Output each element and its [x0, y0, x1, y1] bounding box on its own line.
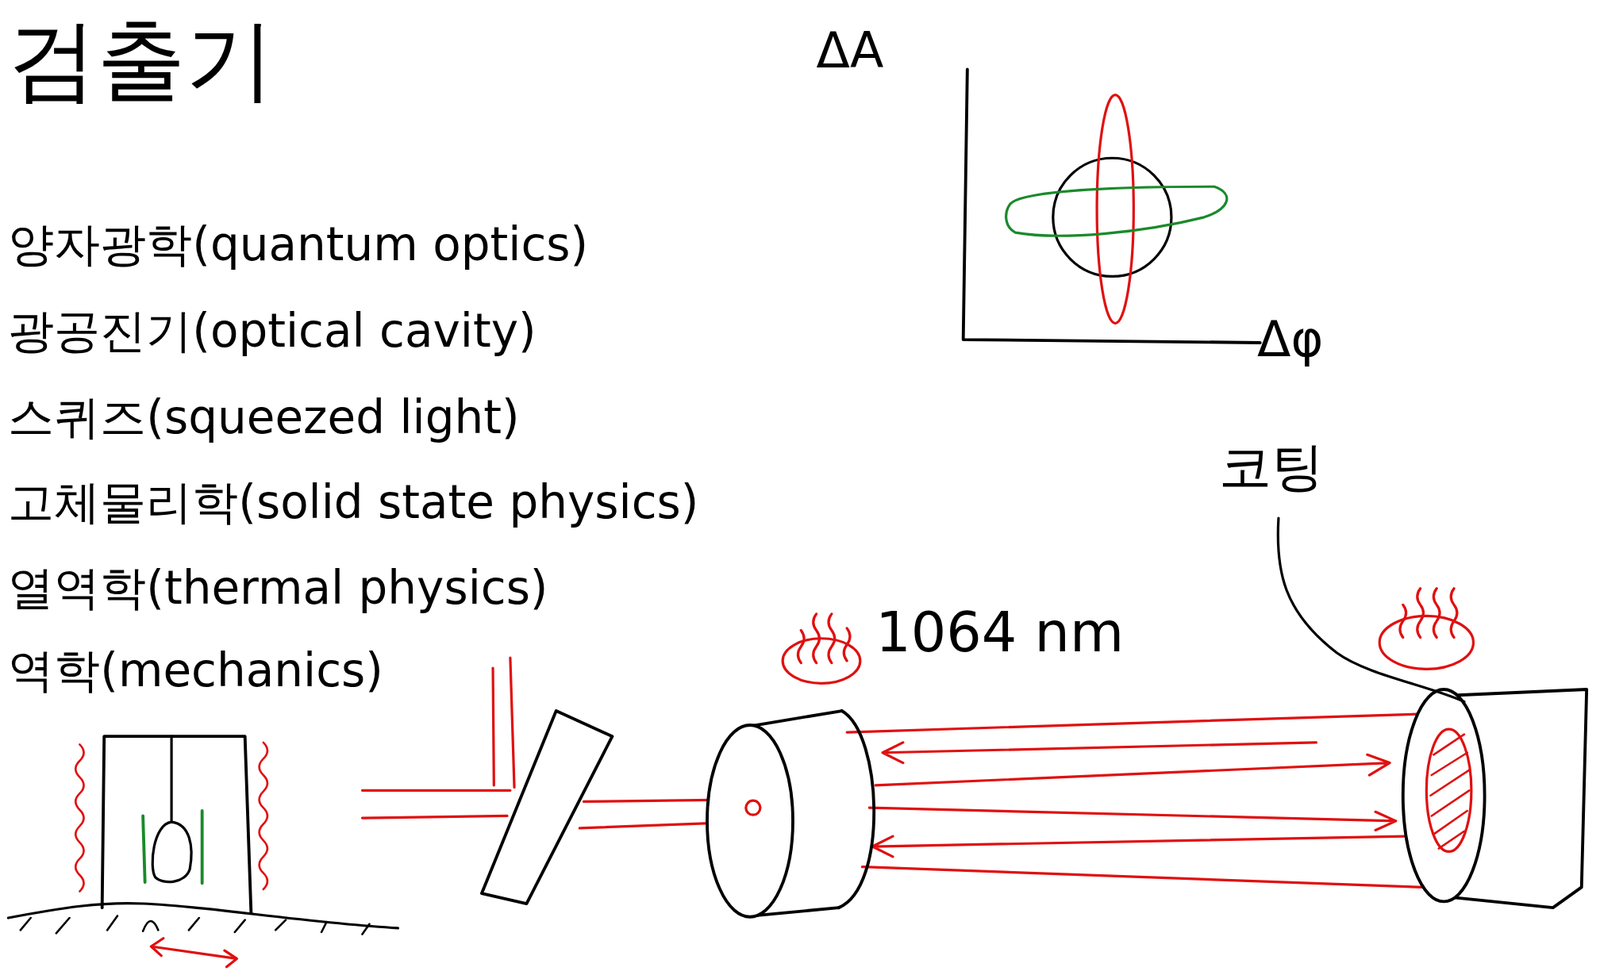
- topic-item: 광공진기(optical cavity): [7, 306, 536, 358]
- mirror-body: [838, 711, 874, 908]
- topic-item: 역학(mechanics): [7, 646, 384, 697]
- coherent-circle: [1053, 157, 1172, 277]
- squeezed-ellipse: [1006, 186, 1227, 236]
- squeezed-ellipse: [1096, 95, 1134, 324]
- input-beam: [361, 790, 510, 819]
- thermal-noise-wave: [259, 742, 268, 890]
- heat-symbol: [1379, 588, 1474, 670]
- mirror-face: [707, 725, 793, 918]
- beam-spot: [746, 800, 761, 816]
- leader-line: [1277, 518, 1465, 702]
- cavity-beam: [882, 742, 1316, 764]
- input-mirror: [707, 711, 874, 918]
- topic-item: 열역학(thermal physics): [7, 563, 548, 615]
- cavity-beams: [846, 714, 1424, 889]
- cavity-beam: [875, 754, 1390, 786]
- beam-splitter: [481, 711, 613, 904]
- topic-item: 고체물리학(solid state physics): [7, 477, 699, 529]
- ground-hatch: [20, 915, 370, 935]
- plot-axes: [963, 69, 1261, 343]
- electrostatic-plates: [142, 811, 203, 884]
- coating-spot: [1426, 729, 1472, 852]
- heat-symbol: [782, 614, 861, 684]
- phase-plot: [963, 69, 1261, 343]
- wavelength-label: 1064 nm: [875, 602, 1124, 664]
- cavity-beam: [869, 807, 1396, 831]
- coating-hatch: [1430, 734, 1470, 850]
- suspension-wire: [169, 736, 173, 822]
- axis-label: Δφ: [1257, 312, 1324, 367]
- cavity-beam: [846, 714, 1424, 889]
- end-mirror: [1403, 689, 1587, 908]
- suspension-frame: [102, 736, 252, 913]
- ground: [7, 903, 398, 929]
- topic-item: 양자광학(quantum optics): [7, 219, 589, 271]
- mirror-face: [1403, 689, 1485, 902]
- ground-motion-arrow: [150, 938, 237, 968]
- topic-item: 스퀴즈(squeezed light): [7, 392, 520, 444]
- coating-label: 코팅: [1219, 438, 1324, 497]
- cavity-beam: [872, 836, 1406, 858]
- thermal-noise-wave: [75, 744, 84, 892]
- slide-title: 검출기: [7, 11, 275, 109]
- pendulum: [7, 736, 398, 968]
- test-mass: [152, 822, 192, 882]
- axis-label: ΔA: [816, 23, 885, 78]
- reflected-beam: [492, 657, 515, 788]
